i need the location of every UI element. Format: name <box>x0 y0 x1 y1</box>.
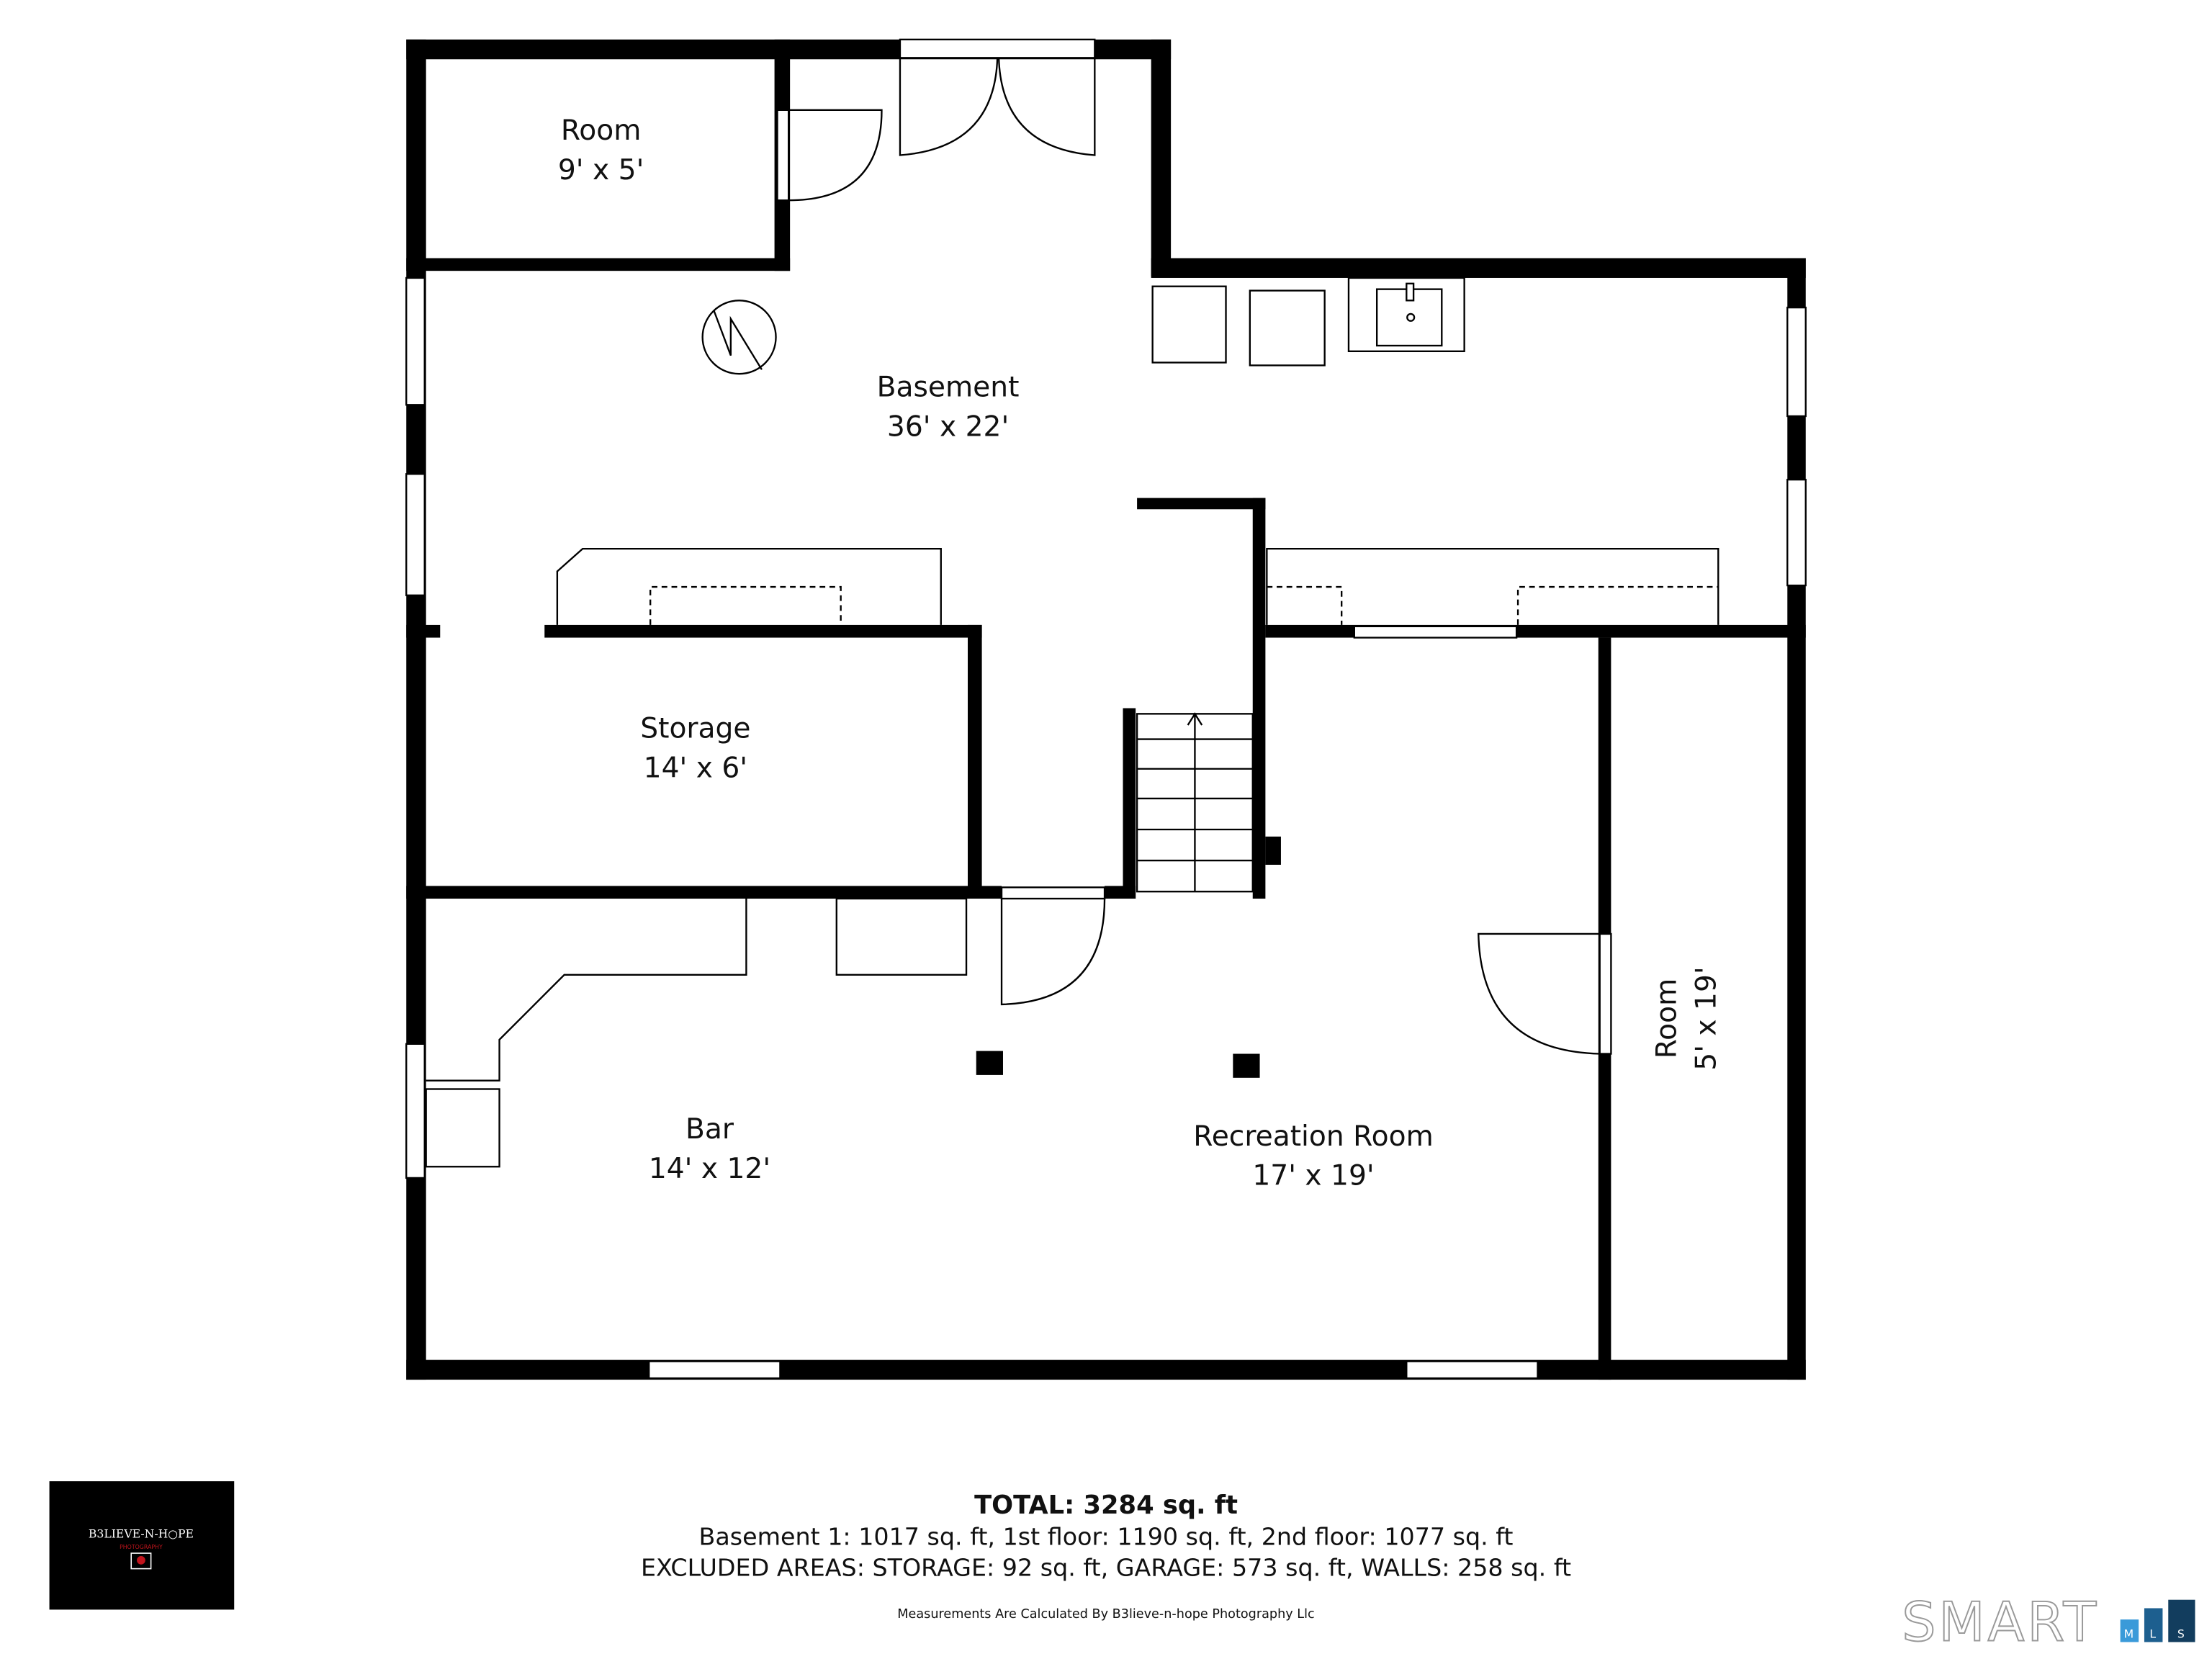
svg-text:SMART: SMART <box>1902 1591 2099 1654</box>
room-size: 9' x 5' <box>558 154 644 186</box>
room-size: 5' x 19' <box>1690 966 1722 1070</box>
windows <box>405 38 1807 1380</box>
photographer-logo: B3LIEVE-N-H○PE PHOTOGRAPHY <box>49 1481 235 1610</box>
room-labels: Room 9' x 5' Basement 36' x 22' Storage … <box>558 114 1722 1192</box>
summary: TOTAL: 3284 sq. ft Basement 1: 1017 sq. … <box>641 1491 1571 1622</box>
svg-text:S: S <box>2177 1627 2185 1641</box>
room-name: Storage <box>640 713 750 745</box>
room-name: Bar <box>685 1113 734 1146</box>
room-size: 14' x 6' <box>644 752 747 785</box>
floor-areas: Basement 1: 1017 sq. ft, 1st floor: 1190… <box>699 1522 1514 1550</box>
room-name: Room <box>561 114 642 147</box>
total-area: TOTAL: 3284 sq. ft <box>974 1491 1238 1520</box>
svg-text:M: M <box>2124 1627 2134 1641</box>
stairs <box>1136 712 1254 893</box>
svg-text:PHOTOGRAPHY: PHOTOGRAPHY <box>120 1544 163 1550</box>
room-name: Room <box>1651 979 1683 1059</box>
room-size: 17' x 19' <box>1252 1160 1374 1192</box>
doors <box>776 58 1612 1055</box>
measurement-credit: Measurements Are Calculated By B3lieve-n… <box>897 1607 1314 1622</box>
walls <box>406 39 1806 1380</box>
room-size: 14' x 12' <box>649 1153 770 1185</box>
svg-text:B3LIEVE-N-H○PE: B3LIEVE-N-H○PE <box>89 1527 194 1541</box>
room-size: 36' x 22' <box>887 410 1009 443</box>
fixtures <box>425 276 1719 1168</box>
smart-mls-logo: SMART M L S <box>1901 1591 2195 1655</box>
excluded-areas: EXCLUDED AREAS: STORAGE: 92 sq. ft, GARA… <box>641 1553 1571 1581</box>
room-name: Recreation Room <box>1193 1120 1433 1153</box>
room-name: Basement <box>877 372 1020 404</box>
svg-text:L: L <box>2149 1627 2156 1641</box>
